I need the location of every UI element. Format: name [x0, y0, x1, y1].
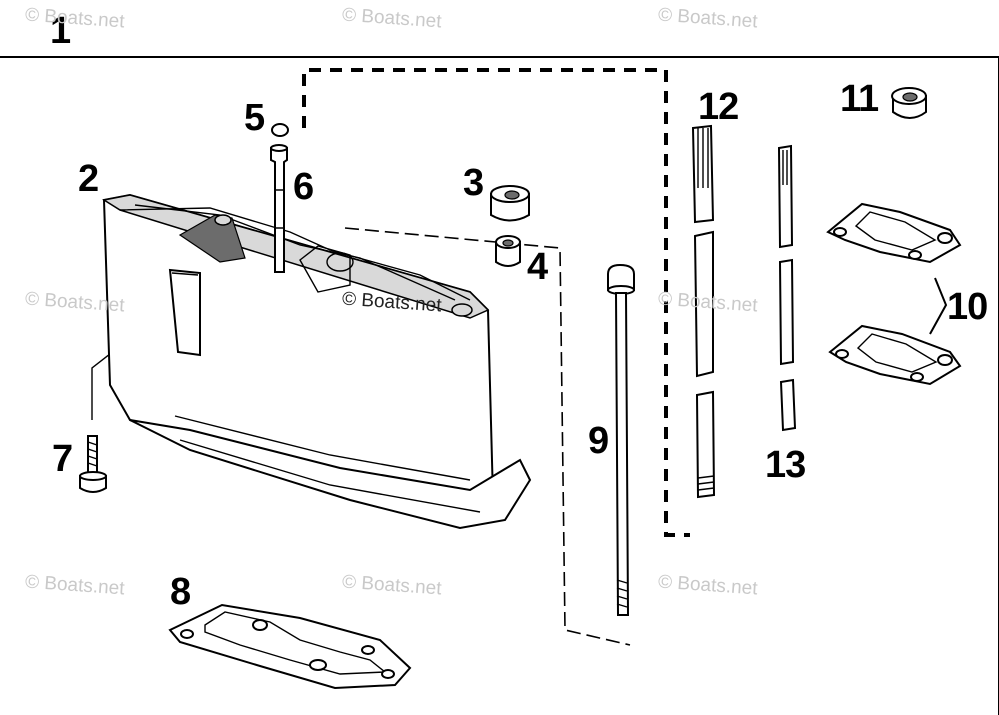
- shift-rod: [777, 144, 797, 432]
- grommet-small: [495, 235, 521, 267]
- callout-8: 8: [170, 571, 191, 613]
- exhaust-housing: [101, 193, 532, 530]
- screw: [79, 435, 107, 493]
- callout-1: 1: [50, 10, 71, 52]
- callout-4: 4: [527, 246, 548, 288]
- grommet-large: [490, 185, 530, 222]
- gasket-pair: [826, 202, 962, 386]
- callout-7: 7: [52, 438, 73, 480]
- callout-3: 3: [463, 162, 484, 204]
- o-ring: [271, 123, 289, 137]
- bushing: [891, 87, 927, 119]
- driveshaft: [691, 124, 716, 499]
- callout-6: 6: [293, 166, 314, 208]
- long-bolt: [607, 263, 635, 616]
- callout-5: 5: [244, 97, 265, 139]
- callout-10: 10: [947, 286, 988, 328]
- callout-11: 11: [840, 78, 879, 120]
- callout-13: 13: [765, 444, 806, 486]
- callout-2: 2: [78, 158, 99, 200]
- water-tube: [270, 144, 288, 273]
- gasket-lower: [168, 603, 412, 690]
- assembly-bracket: [0, 56, 999, 715]
- callout-9: 9: [588, 420, 609, 462]
- callout-12: 12: [698, 86, 739, 128]
- guide-line-bolt-9: [344, 227, 631, 646]
- dashed-bracket-top: [302, 68, 690, 537]
